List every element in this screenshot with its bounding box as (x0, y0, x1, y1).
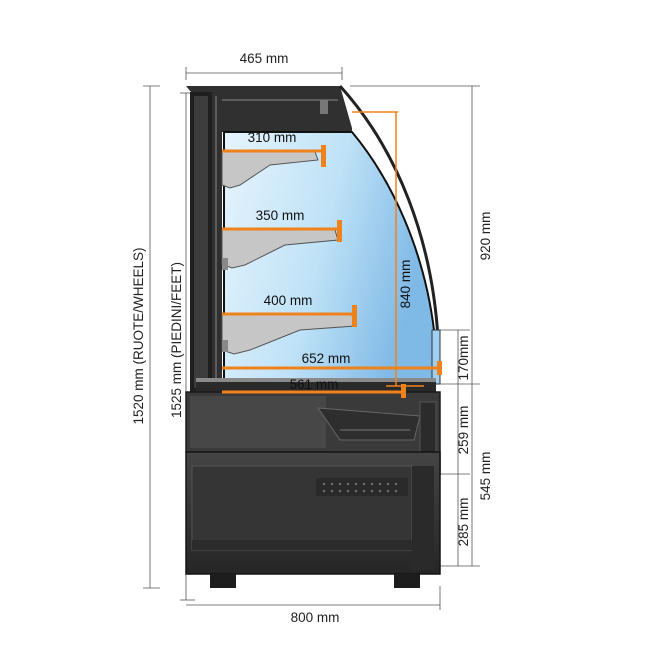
lower-height-label: 285 mm (456, 498, 471, 547)
total-lower-label: 545 mm (478, 452, 493, 501)
height-feet-label: 1525 mm (PIEDINI/FEET) (169, 262, 184, 418)
shelf3-label: 400 mm (264, 293, 313, 308)
orange-measure-lines (222, 111, 442, 398)
inner-height-label: 840 mm (398, 260, 413, 309)
shelf1-label: 310 mm (248, 130, 297, 145)
extension-lines (143, 67, 480, 610)
front-glass-label: 170mm (456, 335, 471, 380)
top-depth-label: 465 mm (240, 51, 289, 66)
left-foot (210, 574, 236, 588)
base-shallow-label: 561 mm (290, 377, 339, 392)
shelf2-label: 350 mm (256, 208, 305, 223)
cabinet (185, 84, 441, 588)
right-foot (394, 574, 420, 588)
mid-height-label: 259 mm (456, 406, 471, 455)
total-width-label: 800 mm (291, 610, 340, 625)
shelf-brackets (221, 151, 356, 355)
upper-height-label: 920 mm (478, 212, 493, 261)
height-wheels-label: 1520 mm (RUOTE/WHEELS) (131, 247, 146, 424)
base-deep-label: 652 mm (302, 351, 351, 366)
